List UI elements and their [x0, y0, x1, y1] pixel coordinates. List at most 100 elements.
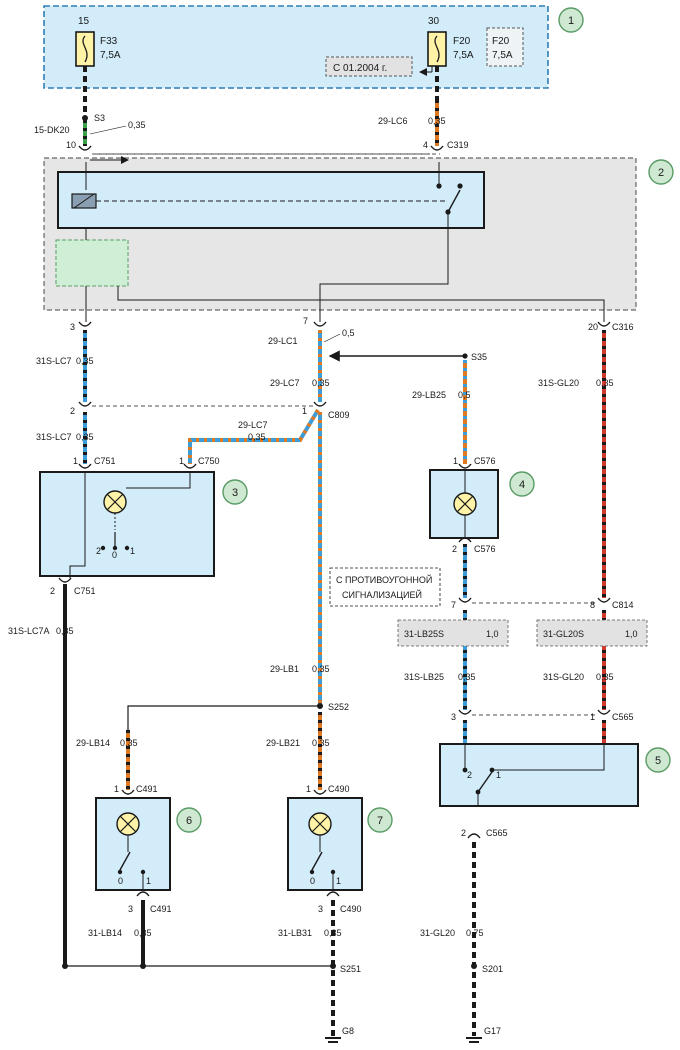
wire-29lb21: 29-LB21 [266, 738, 300, 748]
wire-31lb14: 31-LB14 [88, 928, 122, 938]
label-box-31lb25s [397, 619, 509, 647]
wire-31slc7a: 31S-LC7A [8, 626, 50, 636]
alarm-note-line-2: СИГНАЛИЗАЦИЕЙ [342, 589, 422, 600]
pin-1-c751: 1 [73, 456, 78, 466]
switch-3-pos-0: 0 [112, 550, 117, 560]
pin-3-c490: 3 [318, 904, 323, 914]
connector-c809: C809 [328, 410, 350, 420]
connector-links [92, 153, 597, 716]
alarm-note-line-1: С ПРОТИВОУГОННОЙ [336, 574, 432, 585]
ground-g8: G8 [342, 1026, 354, 1036]
connector-c491-bottom: C491 [150, 904, 172, 914]
wire-31sgl20-lower-size: 0,35 [596, 672, 614, 682]
pin-2-c576: 2 [452, 544, 457, 554]
component-3-box [39, 471, 215, 578]
control-module [43, 153, 637, 322]
connector-c565-bottom: C565 [486, 828, 508, 838]
wires [62, 66, 606, 1036]
connector-c316: C316 [612, 322, 634, 332]
wire-29lc7-upper: 29-LC7 [270, 378, 300, 388]
splice-s3: S3 [94, 113, 105, 123]
wire-31slc7a-size: 0,35 [56, 626, 74, 636]
connector-c576-bottom: C576 [474, 544, 496, 554]
connector-c565-top: C565 [612, 712, 634, 722]
wire-31slc7-lower: 31S-LC7 [36, 432, 72, 442]
pin-20: 20 [588, 322, 598, 332]
fuse-f20-alt-name: F20 [492, 36, 510, 47]
callout-1: 1 [568, 15, 574, 27]
wire-31lb14-size: 0,35 [134, 928, 152, 938]
switch-5-pos-1: 1 [496, 770, 501, 780]
callout-3: 3 [232, 487, 238, 499]
wire-31lb31-size: 0,35 [324, 928, 342, 938]
wire-31slc7-upper: 31S-LC7 [36, 356, 72, 366]
pin-3-module: 3 [70, 322, 75, 332]
pin-4: 4 [423, 140, 428, 150]
wire-29lb1-size: 0,35 [312, 664, 330, 674]
callout-4: 4 [519, 479, 525, 491]
wire-31slc7-lower-size: 0,35 [76, 432, 94, 442]
connector-c814: C814 [612, 600, 634, 610]
switch-7-icon [311, 851, 323, 871]
switch-6-pos-1: 1 [146, 876, 151, 886]
labels: S3 15-DK20 0,35 10 29-LC6 0,35 4 C319 3 … [8, 113, 638, 1036]
fuse-box-panel: 15 F33 7,5A 30 F20 7,5A F20 7,5A C 01.20… [43, 5, 549, 89]
relay-block [57, 171, 485, 229]
connector-c576-top: C576 [474, 456, 496, 466]
connector-c491-top: C491 [136, 784, 158, 794]
callout-5: 5 [655, 755, 661, 767]
wire-31sgl20-upper: 31S-GL20 [538, 378, 579, 388]
wire-29lb14-size: 0,35 [120, 738, 138, 748]
wire-29lc1: 29-LC1 [268, 336, 298, 346]
fuse-f20-alt-rating: 7,5A [492, 50, 513, 61]
wire-31gl20s-size: 1,0 [625, 629, 638, 639]
switch-6-icon [119, 851, 131, 871]
wire-31slb25: 31S-LB25 [404, 672, 444, 682]
wire-29lc6: 29-LC6 [378, 116, 408, 126]
wire-31gl20-size: 0,75 [466, 928, 484, 938]
connector-c490-bottom: C490 [340, 904, 362, 914]
connector-symbols [58, 145, 611, 897]
pin-2-c565: 2 [461, 828, 466, 838]
fuse-f20-name: F20 [453, 36, 471, 47]
wire-29lb14: 29-LB14 [76, 738, 110, 748]
relay-switch-icon [447, 189, 461, 213]
callout-7: 7 [377, 815, 383, 827]
wire-29lc1-size: 0,5 [342, 328, 355, 338]
fuse-f33-name: F33 [100, 36, 118, 47]
component-5-box [439, 743, 639, 807]
wire-31gl20s: 31-GL20S [543, 629, 584, 639]
pin-10: 10 [66, 140, 76, 150]
fuse-f33-rating: 7,5A [100, 50, 121, 61]
wire-31lb25s: 31-LB25S [404, 629, 444, 639]
switch-5-pos-2: 2 [467, 770, 472, 780]
callouts: 1 2 3 4 5 6 7 [176, 7, 674, 833]
pin-1-c490: 1 [306, 784, 311, 794]
callout-2: 2 [658, 167, 664, 179]
wire-31slc7-upper-size: 0,35 [76, 356, 94, 366]
pin-1-c565: 1 [590, 712, 595, 722]
wire-29lc7-lower: 29-LC7 [238, 420, 268, 430]
pin-7-c814: 7 [451, 600, 456, 610]
connector-c750: C750 [198, 456, 220, 466]
wire-29lb1: 29-LB1 [270, 664, 299, 674]
wire-31gl20: 31-GL20 [420, 928, 455, 938]
wire-31lb31: 31-LB31 [278, 928, 312, 938]
switch-6-pos-0: 0 [118, 876, 123, 886]
component-7-box [287, 797, 363, 891]
pin-1-c576: 1 [453, 456, 458, 466]
alarm-note-box [329, 567, 441, 607]
wire-31lb25s-size: 1,0 [486, 629, 499, 639]
pin-1-c491: 1 [114, 784, 119, 794]
wire-29lc7-lower-size: 0,35 [248, 432, 266, 442]
connector-c751-top: C751 [94, 456, 116, 466]
date-note: C 01.2004 г. [333, 63, 387, 74]
switch-3-pos-1: 1 [130, 546, 135, 556]
fuse-f20-pin: 30 [428, 16, 440, 27]
wire-29lb25-size: 0,5 [458, 390, 471, 400]
wire-31sgl20-lower: 31S-GL20 [543, 672, 584, 682]
pin-2-c-lc7: 2 [70, 406, 75, 416]
wire-15dk20: 15-DK20 [34, 125, 70, 135]
switch-3-pos-2: 2 [96, 546, 101, 556]
wire-29lb25: 29-LB25 [412, 390, 446, 400]
